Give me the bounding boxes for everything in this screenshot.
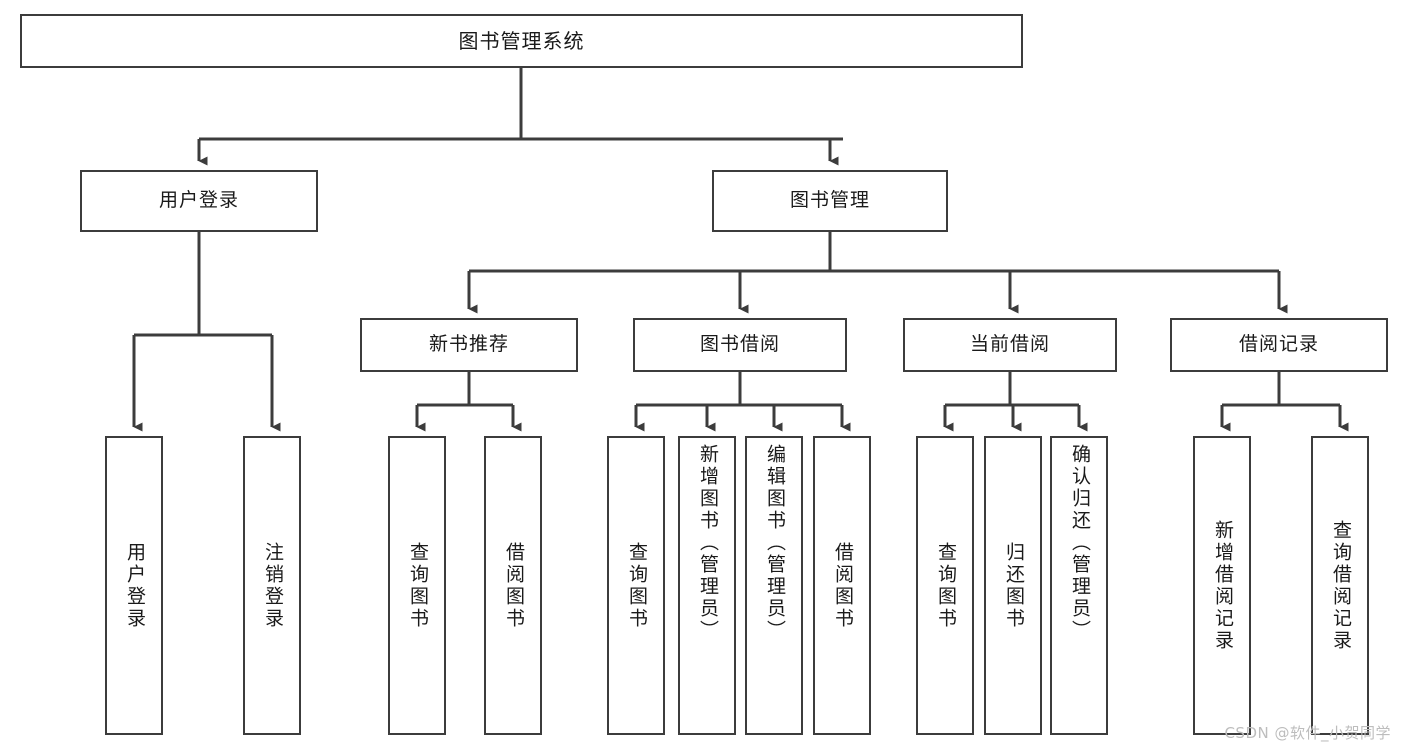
node-root-system[interactable]: 图书管理系统 xyxy=(20,14,1023,68)
node-current-borrow[interactable]: 当前借阅 xyxy=(903,318,1117,372)
node-label: 查询图书 xyxy=(934,541,957,630)
node-label: 用户登录 xyxy=(158,189,239,212)
node-label: 查询借阅记录 xyxy=(1329,519,1352,652)
node-label: 新书推荐 xyxy=(428,333,509,356)
node-book-management[interactable]: 图书管理 xyxy=(712,170,948,232)
node-leaf-query-book-borrow[interactable]: 查询图书 xyxy=(607,436,665,735)
node-leaf-borrow-book-new[interactable]: 借阅图书 xyxy=(484,436,542,735)
node-book-borrow[interactable]: 图书借阅 xyxy=(633,318,847,372)
node-label: 借阅记录 xyxy=(1238,333,1319,356)
node-label: 归还图书 xyxy=(1002,541,1025,630)
node-label: 新增图书（管理员） xyxy=(696,444,719,642)
node-leaf-user-login[interactable]: 用户登录 xyxy=(105,436,163,735)
node-label: 编辑图书（管理员） xyxy=(763,444,786,642)
node-label: 新增借阅记录 xyxy=(1211,519,1234,652)
node-label: 查询图书 xyxy=(406,541,429,630)
node-leaf-add-book-admin[interactable]: 新增图书（管理员） xyxy=(678,436,736,735)
node-leaf-query-book-current[interactable]: 查询图书 xyxy=(916,436,974,735)
node-label: 图书管理系统 xyxy=(458,28,585,53)
node-label: 借阅图书 xyxy=(831,541,854,630)
node-label: 当前借阅 xyxy=(969,333,1050,356)
node-label: 用户登录 xyxy=(123,541,146,630)
node-new-book-recommend[interactable]: 新书推荐 xyxy=(360,318,578,372)
node-label: 借阅图书 xyxy=(502,541,525,630)
node-label: 图书借阅 xyxy=(699,333,780,356)
node-label: 注销登录 xyxy=(261,541,284,630)
node-leaf-confirm-return-admin[interactable]: 确认归还（管理员） xyxy=(1050,436,1108,735)
watermark-text: CSDN @软件_小贺同学 xyxy=(1224,724,1391,742)
node-leaf-query-book-new[interactable]: 查询图书 xyxy=(388,436,446,735)
node-label: 图书管理 xyxy=(789,189,870,212)
node-label: 查询图书 xyxy=(625,541,648,630)
node-leaf-borrow-book[interactable]: 借阅图书 xyxy=(813,436,871,735)
node-user-login[interactable]: 用户登录 xyxy=(80,170,318,232)
node-leaf-logout[interactable]: 注销登录 xyxy=(243,436,301,735)
node-borrow-record[interactable]: 借阅记录 xyxy=(1170,318,1388,372)
node-label: 确认归还（管理员） xyxy=(1068,444,1091,642)
node-leaf-return-book[interactable]: 归还图书 xyxy=(984,436,1042,735)
node-leaf-edit-book-admin[interactable]: 编辑图书（管理员） xyxy=(745,436,803,735)
node-leaf-query-borrow-record[interactable]: 查询借阅记录 xyxy=(1311,436,1369,735)
node-leaf-add-borrow-record[interactable]: 新增借阅记录 xyxy=(1193,436,1251,735)
